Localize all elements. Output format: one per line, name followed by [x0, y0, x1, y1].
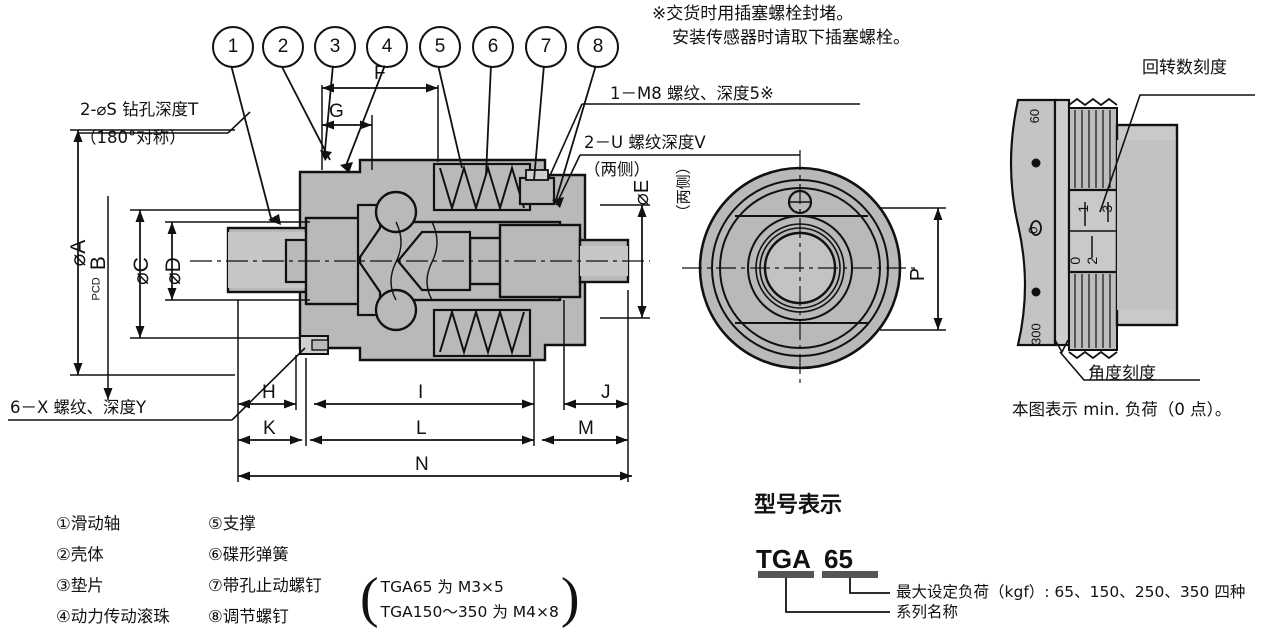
dim-i: I	[418, 382, 424, 403]
legend-mark-8: ⑧	[208, 607, 223, 626]
flange-mark-60: 60	[1027, 108, 1043, 124]
callout-7[interactable]: 7	[525, 26, 567, 68]
drum-mark-3: 3	[1099, 204, 1116, 213]
callout-3[interactable]: 3	[314, 26, 356, 68]
screw-note-paren-right: )	[560, 567, 580, 629]
legend-mark-5: ⑤	[208, 514, 223, 533]
thread-u-label: 2－U 螺纹深度V	[584, 133, 706, 152]
legend-mark-3: ③	[56, 576, 71, 595]
dim-p: P	[907, 267, 930, 282]
callout-6[interactable]: 6	[472, 26, 514, 68]
legend-label-8: 调节螺钉	[222, 607, 289, 626]
drill-hole-label: 2-⌀S 钻孔深度T	[80, 100, 199, 119]
legend-right-item-5: ⑤支撑	[208, 514, 256, 535]
drum-mark-2: 2	[1084, 256, 1101, 265]
drum-mark-1: 1	[1075, 204, 1092, 213]
legend-mark-1: ①	[56, 514, 71, 533]
callout-8[interactable]: 8	[577, 26, 619, 68]
thread-u-sublabel: （两侧）	[584, 160, 650, 179]
dim-g: G	[329, 101, 344, 122]
flange-mark-300: 300	[1028, 323, 1044, 345]
dim-dia-d: ⌀D	[161, 257, 185, 286]
dim-l: L	[416, 418, 427, 439]
legend-label-4: 动力传动滚珠	[70, 607, 170, 626]
legend-right-item-7: ⑦带孔止动螺钉	[208, 576, 322, 597]
legend-label-1: 滑动轴	[70, 514, 121, 533]
legend-label-3: 垫片	[70, 576, 104, 595]
dim-k: K	[263, 418, 276, 439]
legend-label-2: 壳体	[70, 545, 104, 564]
flange-mark-0: 0	[1025, 226, 1041, 234]
legend-label-7: 带孔止动螺钉	[222, 576, 322, 595]
dim-pcd-b: B	[86, 256, 110, 271]
dim-j: J	[601, 382, 611, 403]
model-size-code: 65	[824, 544, 853, 574]
callout-4[interactable]: 4	[366, 26, 408, 68]
legend-mark-2: ②	[56, 545, 71, 564]
top-note-line-1: ※交货时用插塞螺栓封堵。	[652, 4, 854, 24]
dial-view	[1009, 94, 1255, 381]
screw-note-group: ( TGA65 为 M3×5 TGA150～350 为 M4×8 )	[360, 570, 580, 626]
legend-left-item-2: ②壳体	[56, 545, 104, 566]
dim-m: M	[578, 418, 594, 439]
dim-n: N	[415, 454, 429, 475]
callout-1[interactable]: 1	[212, 26, 254, 68]
model-series-note: 系列名称	[896, 603, 959, 621]
legend-left-item-4: ④动力传动滚珠	[56, 607, 170, 628]
dim-pcd-prefix: PCD	[90, 277, 103, 301]
model-code-leaders	[758, 571, 890, 613]
dim-dia-e: ⌀E	[631, 179, 654, 206]
legend-mark-7: ⑦	[208, 576, 223, 595]
dim-dia-c: ⌀C	[129, 257, 153, 286]
both-sides-vertical-label: （两侧）	[674, 159, 693, 220]
legend-left-item-1: ①滑动轴	[56, 514, 120, 535]
legend-label-5: 支撑	[222, 514, 256, 533]
thread-x-label: 6－X 螺纹、深度Y	[10, 398, 147, 417]
dimension-lines	[70, 83, 946, 482]
callout-5[interactable]: 5	[419, 26, 461, 68]
screw-note-paren-left: (	[360, 567, 379, 629]
legend-label-6: 碟形弹簧	[222, 545, 289, 564]
legend-right-item-8: ⑧调节螺钉	[208, 607, 289, 628]
rotation-scale-label: 回转数刻度	[1142, 58, 1227, 78]
annotation-leaders	[8, 103, 860, 421]
callout-2[interactable]: 2	[262, 26, 304, 68]
top-note-line-2: 安装传感器时请取下插塞螺栓。	[672, 28, 910, 48]
screw-note-line-2: TGA150～350 为 M4×8	[380, 602, 559, 621]
dim-f: F	[374, 63, 386, 84]
model-series-code: TGA	[756, 544, 811, 574]
model-load-note: 最大设定负荷（kgf）: 65、150、250、350 四种	[896, 583, 1246, 601]
drill-hole-sublabel: （180°对称）	[80, 128, 186, 147]
model-title: 型号表示	[754, 493, 843, 518]
sectional-view	[190, 158, 650, 362]
screw-note-line-1: TGA65 为 M3×5	[380, 577, 504, 596]
thread-m8-label: 1－M8 螺纹、深度5※	[610, 84, 774, 103]
legend-left-item-3: ③垫片	[56, 576, 104, 597]
callout-leaders	[230, 64, 597, 225]
dial-figure-note: 本图表示 min. 负荷（0 点）。	[1012, 400, 1232, 419]
dim-h: H	[262, 382, 276, 403]
legend-mark-4: ④	[56, 607, 71, 626]
legend-right-item-6: ⑥碟形弹簧	[208, 545, 289, 566]
drum-mark-0: 0	[1067, 256, 1084, 265]
angle-scale-label: 角度刻度	[1088, 364, 1156, 384]
legend-mark-6: ⑥	[208, 545, 223, 564]
end-view	[682, 150, 918, 386]
